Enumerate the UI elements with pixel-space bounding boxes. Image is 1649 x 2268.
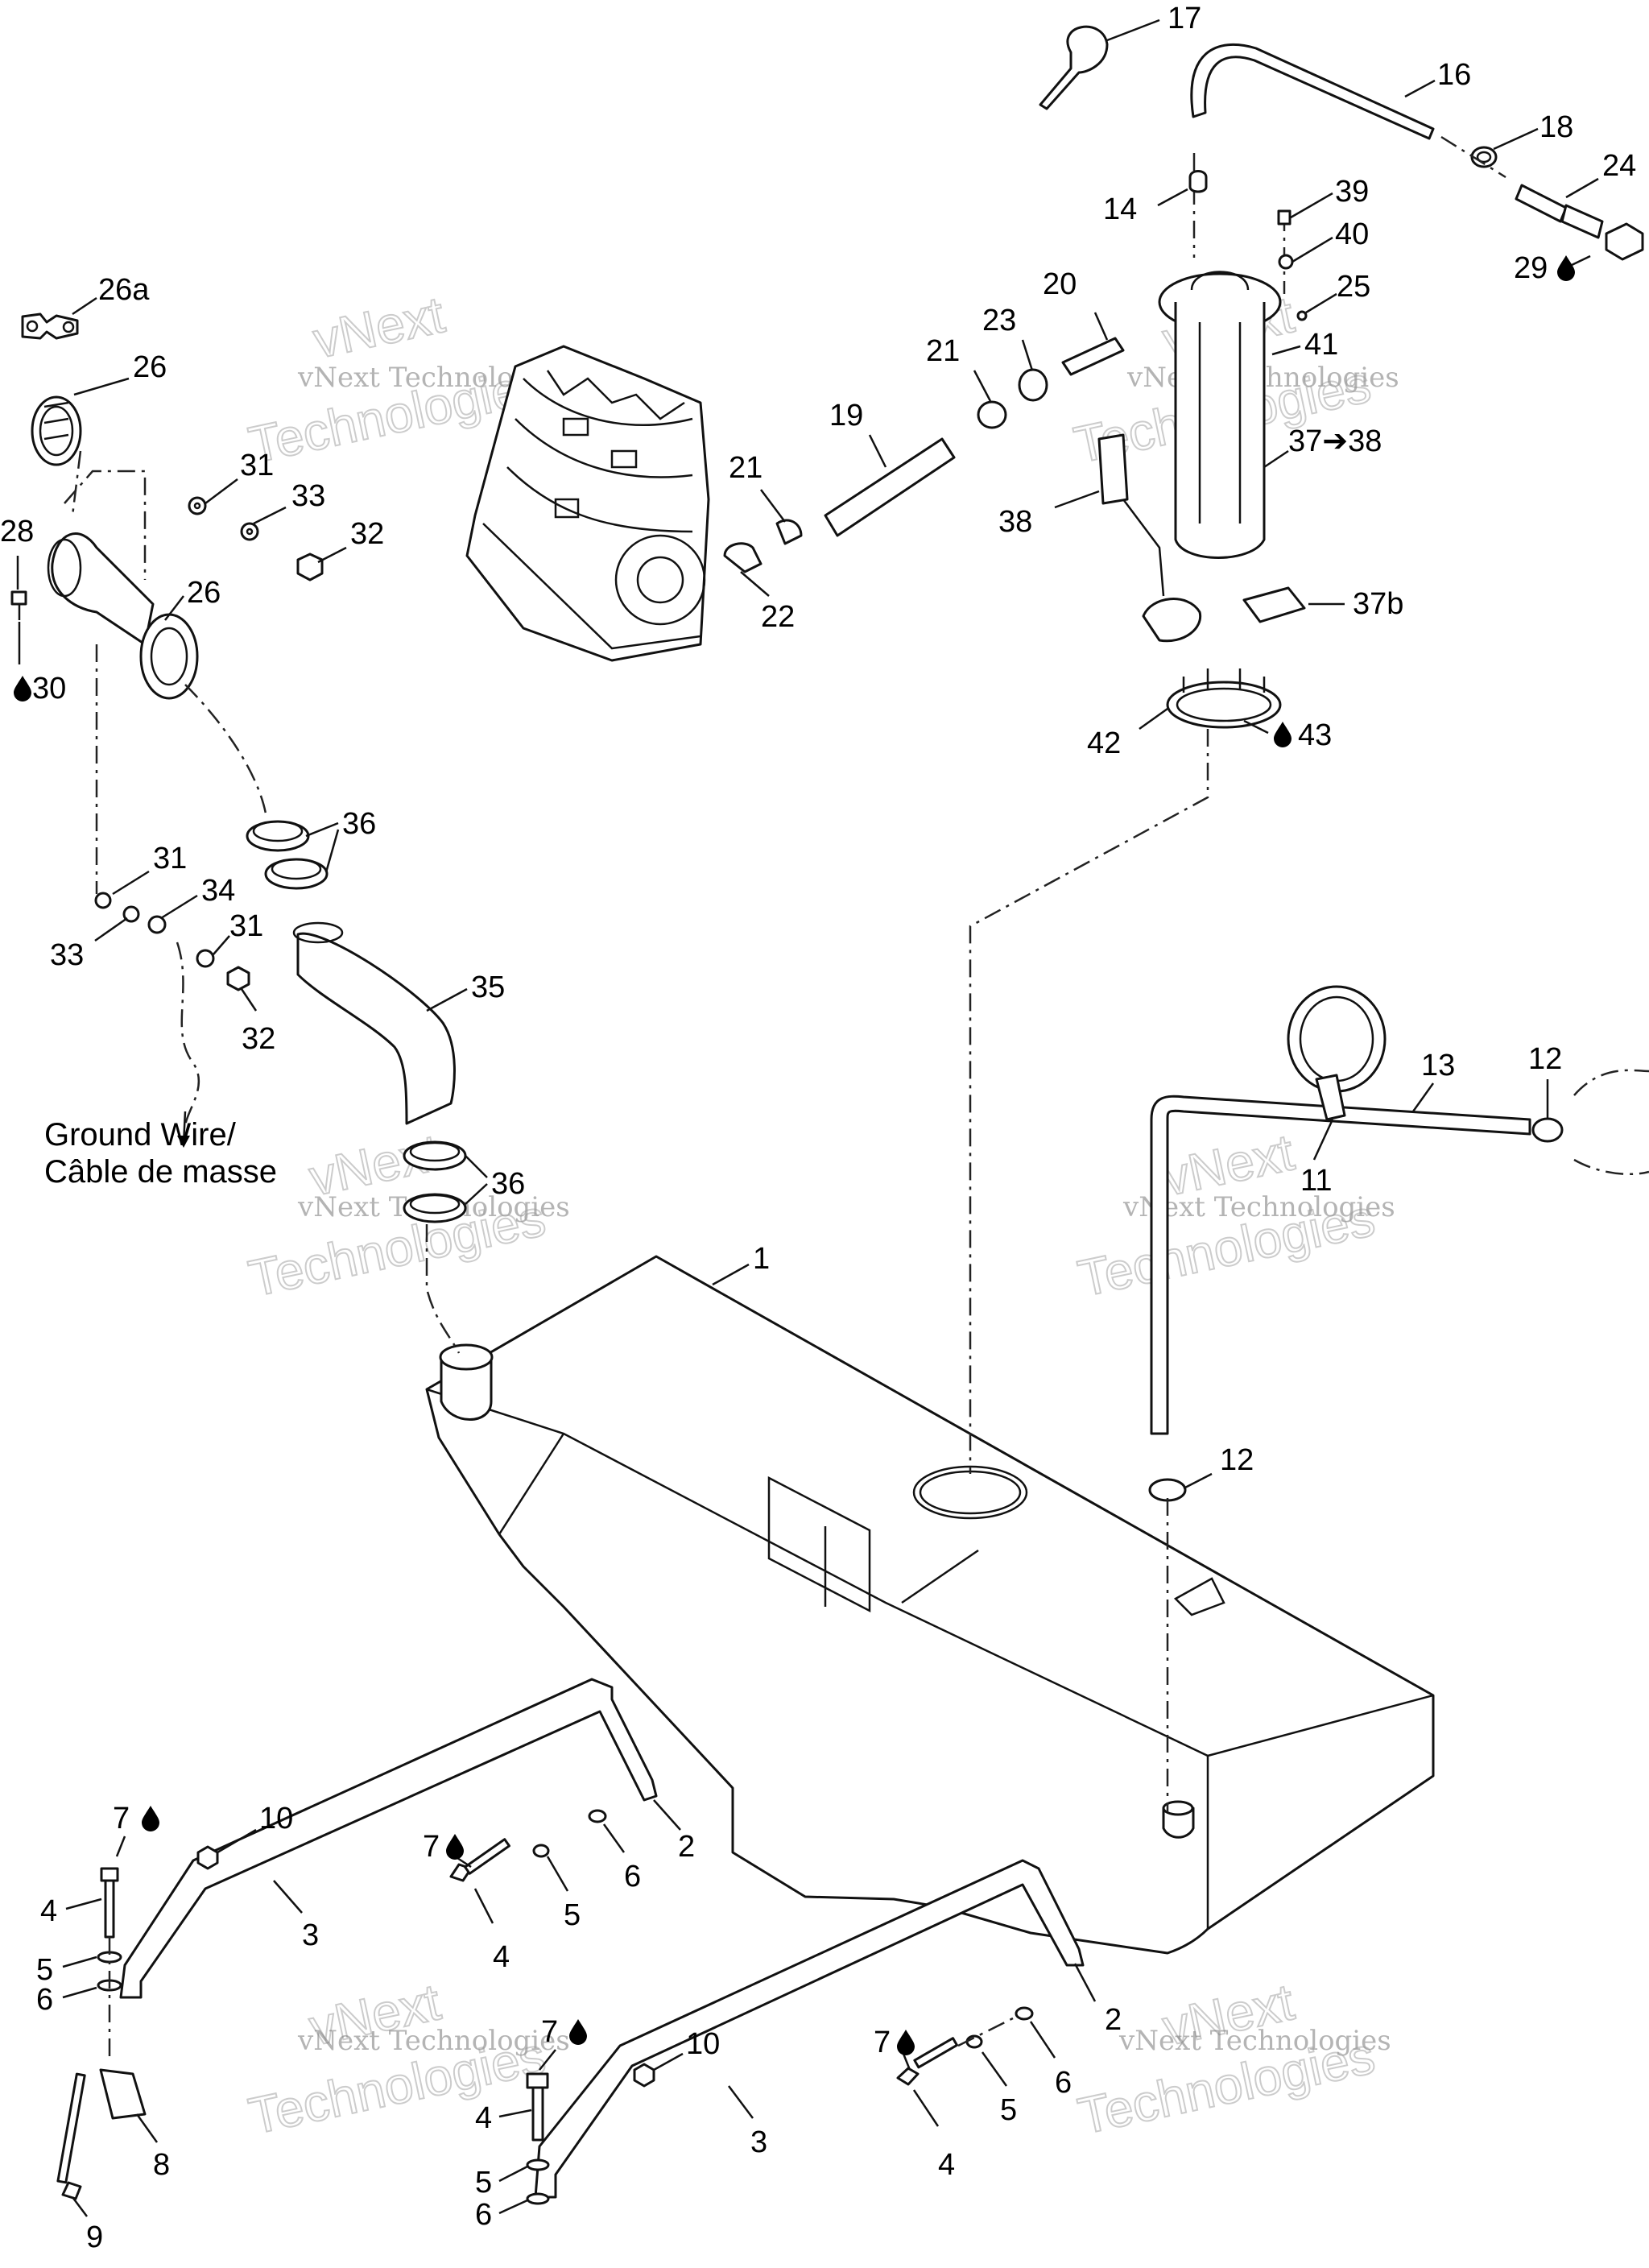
tank-straps	[56, 1678, 1085, 2205]
callout-14: 14	[1103, 192, 1137, 226]
callout-6: 6	[36, 1983, 53, 2017]
callout-6-mid: 6	[624, 1860, 641, 1893]
callout-35: 35	[471, 971, 505, 1004]
callout-18: 18	[1539, 110, 1573, 144]
svg-text:vNext Technologies: vNext Technologies	[297, 2025, 570, 2057]
callout-2-lower: 2	[1105, 2003, 1122, 2037]
callout-9: 9	[86, 2220, 103, 2254]
callout-36-lower: 36	[491, 1167, 525, 1201]
callout-21: 21	[926, 334, 960, 368]
drop-icon	[1557, 255, 1575, 281]
callout-19: 19	[829, 399, 863, 432]
drop-icon	[142, 1806, 159, 1831]
callout-12: 12	[1528, 1042, 1562, 1076]
callout-30: 30	[32, 672, 66, 706]
callout-4-right: 4	[938, 2148, 955, 2182]
callout-5: 5	[36, 1953, 53, 1987]
callout-42: 42	[1087, 726, 1121, 760]
drop-icon	[14, 676, 31, 702]
callout-17: 17	[1168, 2, 1201, 35]
callout-40: 40	[1335, 217, 1369, 251]
callout-24: 24	[1602, 149, 1636, 183]
drop-icon	[569, 2019, 587, 2045]
callout-36: 36	[342, 807, 376, 841]
engine-block	[465, 345, 710, 662]
callout-6-lower: 6	[475, 2198, 492, 2232]
drop-icon	[1274, 722, 1292, 747]
svg-text:vNext: vNext	[308, 285, 449, 369]
callout-31-lower: 31	[229, 909, 263, 943]
callout-38: 38	[998, 505, 1032, 539]
callout-16: 16	[1437, 58, 1471, 92]
pump-module-assembly	[723, 25, 1644, 1474]
callout-13: 13	[1421, 1049, 1455, 1082]
filler-assembly	[10, 312, 467, 1354]
callout-4: 4	[40, 1894, 57, 1928]
callout-5-right: 5	[1000, 2093, 1017, 2127]
callout-2: 2	[678, 1830, 695, 1864]
vent-tube-assembly	[1148, 985, 1649, 1812]
callout-3-lower: 3	[750, 2125, 767, 2159]
callout-31: 31	[240, 449, 274, 482]
callout-6-right: 6	[1055, 2066, 1072, 2100]
callout-10: 10	[259, 1802, 293, 1836]
callout-37-38: 37➔38	[1288, 424, 1382, 458]
callout-31-mid: 31	[153, 842, 187, 875]
callout-7-right: 7	[874, 2026, 891, 2059]
callout-5-lower: 5	[475, 2166, 492, 2200]
callout-34: 34	[201, 874, 235, 908]
callout-8: 8	[153, 2148, 170, 2182]
callout-33-lower: 33	[50, 938, 84, 972]
callout-29: 29	[1514, 251, 1548, 285]
callout-4-lower: 4	[475, 2101, 492, 2135]
callout-20: 20	[1043, 267, 1077, 301]
callout-leader-1	[712, 1263, 750, 1286]
callout-3: 3	[302, 1918, 319, 1952]
svg-text:vNext Technologies: vNext Technologies	[1118, 2025, 1391, 2057]
callout-37b: 37b	[1353, 587, 1403, 621]
callout-4-mid: 4	[493, 1940, 510, 1974]
ground-wire-label-en: Ground Wire/	[44, 1117, 237, 1153]
callout-33: 33	[291, 479, 325, 513]
fuel-tank: 1	[425, 1242, 1435, 1955]
callout-32: 32	[350, 517, 384, 551]
callout-22: 22	[761, 600, 795, 634]
callout-26-lower: 26	[187, 576, 221, 610]
callout-7-mid: 7	[423, 1830, 440, 1864]
watermark-bottom-left: vNext vNext Technologies Technologies	[243, 1972, 570, 2146]
callout-28: 28	[0, 515, 34, 548]
callout-32-lower: 32	[242, 1022, 275, 1056]
ground-wire-note: Ground Wire/ Câble de masse	[44, 1117, 277, 1190]
watermark-bottom-right: vNext vNext Technologies Technologies	[1072, 1972, 1391, 2146]
watermark-mid-right: vNext vNext Technologies Technologies	[1072, 1122, 1395, 1308]
ground-wire-label-fr: Câble de masse	[44, 1154, 277, 1190]
callout-11: 11	[1300, 1164, 1332, 1198]
callout-7: 7	[113, 1802, 130, 1836]
callout-26a: 26a	[98, 273, 150, 307]
callout-12-lower: 12	[1220, 1443, 1254, 1477]
callout-21-lower: 21	[729, 451, 763, 485]
callout-5-mid: 5	[564, 1898, 581, 1932]
callout-39: 39	[1335, 175, 1369, 209]
callout-23: 23	[982, 304, 1016, 337]
callout-41: 41	[1304, 328, 1338, 362]
drop-icon	[897, 2030, 915, 2055]
callout-1: 1	[753, 1242, 770, 1276]
callout-7-lower: 7	[541, 2015, 558, 2049]
callout-43: 43	[1298, 718, 1332, 752]
callout-10-lower: 10	[686, 2027, 720, 2061]
callout-26: 26	[133, 350, 167, 384]
drop-icon	[446, 1834, 464, 1860]
callout-25: 25	[1337, 270, 1370, 304]
